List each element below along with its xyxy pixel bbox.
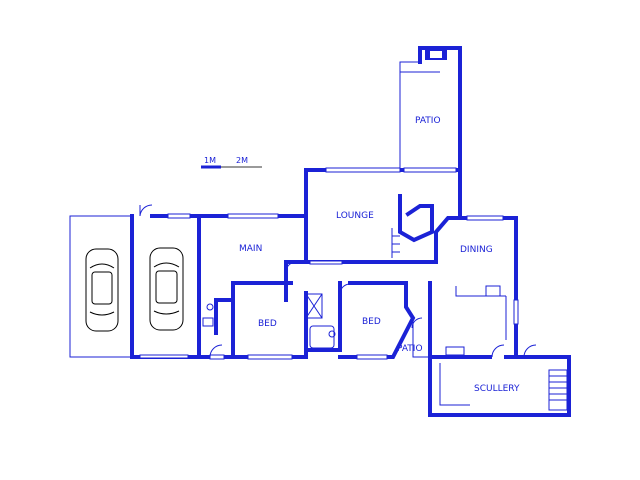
shower-cross-2 bbox=[305, 293, 323, 319]
window-bed-right bbox=[356, 354, 388, 360]
scullery-counter bbox=[439, 363, 470, 406]
fixtures bbox=[202, 228, 568, 411]
wc-toilet bbox=[206, 303, 214, 311]
wall-stair bbox=[398, 194, 434, 243]
kitchen-stove bbox=[485, 285, 501, 297]
walls bbox=[150, 46, 571, 417]
room-label-dining: DINING bbox=[460, 245, 493, 255]
window-kitchen bbox=[513, 299, 519, 325]
door-main-arc bbox=[285, 261, 297, 273]
wall-main-lounge bbox=[284, 214, 308, 302]
patio-small-outline bbox=[412, 318, 430, 358]
room-label-bed-right: BED bbox=[362, 317, 381, 327]
door-scullery-arc bbox=[523, 344, 537, 358]
garage-door bbox=[139, 354, 189, 359]
stairs-lounge bbox=[391, 228, 400, 258]
car-right-body bbox=[149, 247, 184, 331]
window-main-2 bbox=[227, 213, 279, 219]
wall-top-main bbox=[150, 46, 462, 218]
car-left bbox=[85, 248, 119, 332]
scale-bar: 1M 2M bbox=[201, 156, 262, 169]
window-bed-left bbox=[247, 354, 293, 360]
bath-toilet bbox=[328, 330, 336, 338]
stairs-scullery bbox=[548, 369, 568, 411]
room-label-main: MAIN bbox=[239, 244, 262, 254]
window-dining bbox=[466, 215, 504, 221]
window-lounge bbox=[325, 167, 401, 173]
stairs-scullery-box bbox=[548, 369, 568, 411]
room-label-patio-small: PATIO bbox=[397, 344, 423, 354]
window-passage bbox=[309, 260, 343, 265]
room-label-scullery: SCULLERY bbox=[474, 384, 520, 394]
car-left-body bbox=[85, 248, 119, 332]
kitchen-counter bbox=[455, 286, 506, 297]
patio-top-edge bbox=[399, 61, 420, 170]
kitchen-sink bbox=[445, 346, 465, 356]
shower bbox=[305, 293, 323, 319]
car-right-windscreen bbox=[153, 262, 180, 268]
wall-bed-left bbox=[231, 281, 293, 359]
wall-dining-left bbox=[434, 168, 462, 264]
car-right-rear bbox=[153, 310, 180, 315]
doors bbox=[209, 261, 537, 358]
window-lounge-2 bbox=[403, 167, 457, 173]
garage bbox=[69, 204, 201, 359]
car-left-windscreen bbox=[89, 263, 115, 269]
patio-top-outline bbox=[399, 48, 447, 170]
window-wc bbox=[209, 354, 225, 360]
scale-label-2m: 2M bbox=[236, 156, 248, 165]
car-left-roof bbox=[91, 271, 113, 305]
door-patio-arc bbox=[411, 317, 423, 329]
wall-bathroom bbox=[304, 281, 342, 352]
fireplace-inner bbox=[430, 51, 442, 58]
room-label-bed-left: BED bbox=[258, 319, 277, 329]
room-label-patio-top: PATIO bbox=[415, 116, 441, 126]
scale-label-1m: 1M bbox=[204, 156, 216, 165]
door-kitchen-arc bbox=[491, 344, 505, 358]
room-labels: PATIO LOUNGE MAIN DINING BED BED PATIO S… bbox=[239, 116, 520, 394]
wc-basin bbox=[202, 317, 214, 327]
car-right-roof bbox=[155, 270, 178, 304]
wall-dining-right bbox=[514, 281, 557, 359]
room-label-lounge: LOUNGE bbox=[336, 211, 374, 221]
wall-scullery bbox=[428, 281, 571, 417]
garage-outline bbox=[69, 215, 132, 358]
door-wc-arc bbox=[209, 344, 223, 358]
windows bbox=[167, 167, 519, 360]
bathtub bbox=[309, 325, 335, 349]
car-left-rear bbox=[89, 311, 115, 316]
window-main-1 bbox=[167, 213, 191, 219]
door-bed-right-arc bbox=[339, 283, 351, 295]
car-right bbox=[149, 247, 184, 331]
